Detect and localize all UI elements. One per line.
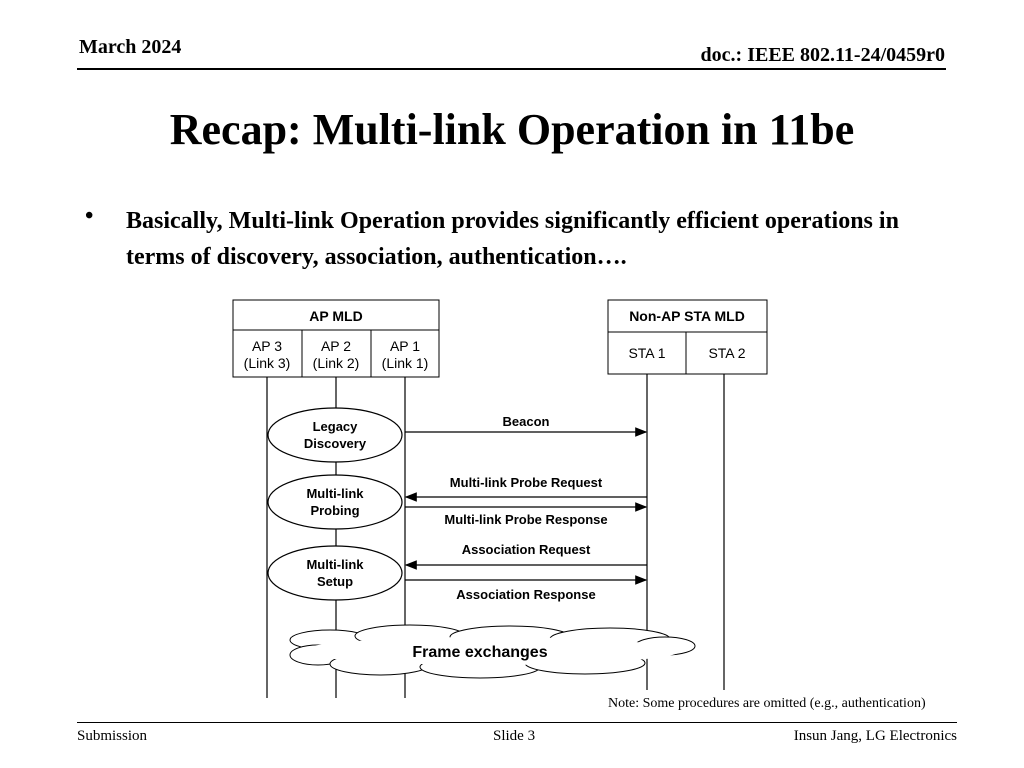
sta1-name: STA 1: [628, 345, 665, 361]
bullet-marker: •: [85, 203, 94, 229]
ap2-name: AP 2: [321, 338, 351, 354]
cloud-label: Frame exchanges: [412, 644, 547, 661]
association-request-label: Association Request: [462, 542, 591, 557]
association-response-label: Association Response: [456, 587, 595, 602]
phase-1-line1: Legacy: [313, 419, 359, 434]
beacon-label: Beacon: [503, 414, 550, 429]
sta2-name: STA 2: [708, 345, 745, 361]
ap3-name: AP 3: [252, 338, 282, 354]
footer-divider: [77, 722, 957, 723]
sta-mld-title: Non-AP STA MLD: [629, 308, 745, 324]
slide-title: Recap: Multi-link Operation in 11be: [169, 105, 855, 154]
footer-submission: Submission: [77, 728, 148, 744]
ap3-link: (Link 3): [244, 355, 291, 371]
footer-author: Insun Jang, LG Electronics: [793, 728, 957, 744]
message-arrows: [404, 427, 648, 585]
footer-slide-number: Slide 3: [493, 728, 536, 744]
bullet-text: Basically, Multi-link Operation provides…: [126, 208, 899, 270]
header-doc-number: doc.: IEEE 802.11-24/0459r0: [700, 44, 945, 66]
phase-multi-link-setup: Multi-link Setup: [267, 545, 403, 601]
message-labels: Beacon Multi-link Probe Request Multi-li…: [444, 414, 607, 602]
phase-1-line2: Discovery: [304, 436, 367, 451]
ap1-link: (Link 1): [382, 355, 429, 371]
phase-3-line2: Setup: [317, 574, 353, 589]
probe-response-label: Multi-link Probe Response: [444, 512, 607, 527]
diagram-note: Note: Some procedures are omitted (e.g.,…: [608, 696, 926, 711]
sta-mld-box: Non-AP STA MLD STA 1 STA 2: [607, 299, 768, 375]
phase-legacy-discovery: Legacy Discovery: [267, 407, 403, 463]
phase-2-line2: Probing: [310, 503, 359, 518]
probe-request-label: Multi-link Probe Request: [450, 475, 603, 490]
ap2-link: (Link 2): [313, 355, 360, 371]
ap-mld-box: AP MLD AP 3 (Link 3) AP 2 (Link 2) AP 1 …: [232, 299, 440, 378]
frame-exchanges-cloud: Frame exchanges: [289, 624, 696, 679]
header-divider: [77, 68, 946, 70]
ap-mld-title: AP MLD: [309, 308, 362, 324]
phase-multi-link-probing: Multi-link Probing: [267, 474, 403, 530]
phase-3-line1: Multi-link: [306, 557, 364, 572]
ap1-name: AP 1: [390, 338, 420, 354]
phase-2-line1: Multi-link: [306, 486, 364, 501]
header-date: March 2024: [79, 36, 182, 58]
